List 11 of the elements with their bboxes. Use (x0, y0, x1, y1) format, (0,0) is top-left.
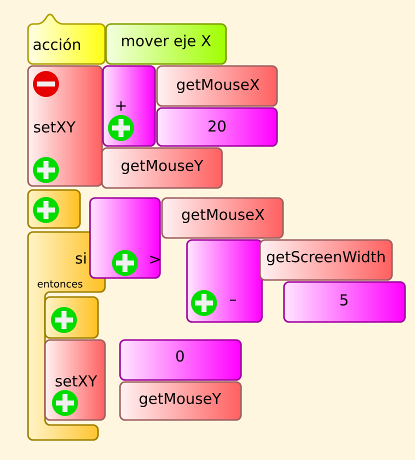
value-block: getMouseX (156, 65, 278, 107)
value-block: getScreenWidth (259, 239, 393, 281)
value-block: 5 (283, 281, 406, 323)
value-block: getMouseY (119, 381, 242, 421)
operator-block: > (89, 197, 161, 279)
value-block: getMouseX (161, 197, 284, 239)
operator-block: – (186, 239, 263, 323)
value-block: 20 (156, 107, 278, 147)
value-block: getMouseY (101, 147, 223, 189)
value-block: 0 (119, 339, 242, 381)
value-block: mover eje X (105, 23, 227, 65)
